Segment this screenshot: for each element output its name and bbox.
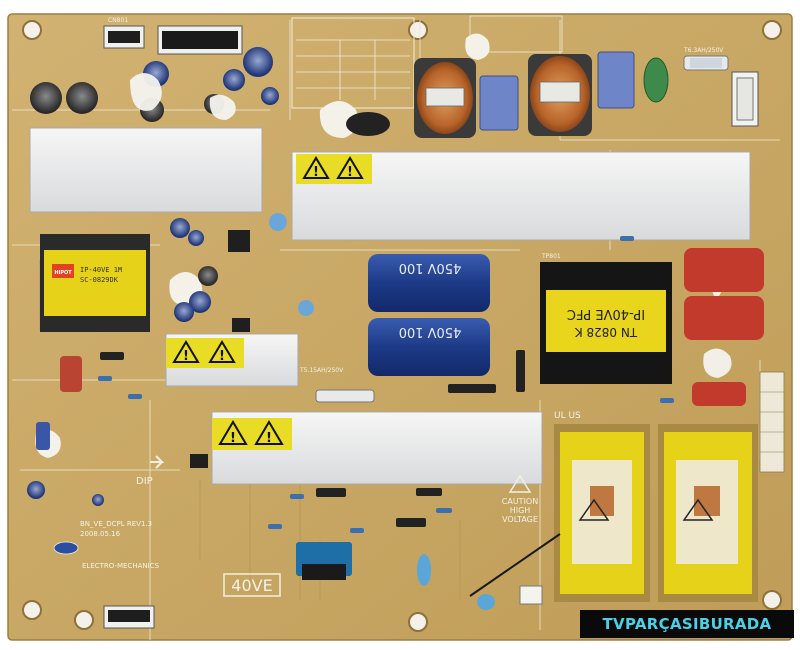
x-capacitor-1 [479, 75, 519, 131]
common-mode-choke-1 [414, 58, 476, 138]
warning-sticker-mid: ! ! [166, 338, 244, 368]
resistors [98, 236, 674, 533]
svg-text:!: ! [230, 431, 236, 446]
fuse-top [683, 55, 729, 71]
xfmr-label-line2: SC-0829DK [80, 276, 119, 284]
ref-mains: CN801 [108, 17, 128, 24]
warning-sticker-lower: ! ! [212, 418, 292, 450]
common-mode-choke-2 [528, 54, 592, 136]
x-capacitor-2 [597, 51, 635, 109]
varistor [643, 57, 669, 103]
xfmr-label-line1: IP-40VE 1M [80, 266, 122, 274]
svg-text:HIPOT: HIPOT [54, 270, 72, 276]
ul-label: UL US [554, 411, 581, 421]
dip-label: DIP [136, 476, 153, 487]
svg-text:!: ! [347, 165, 353, 180]
cap-rating-2: 450V 100 [399, 324, 462, 339]
ref-pfc: TP801 [541, 253, 561, 260]
jumper-wire [469, 533, 561, 597]
connector-cn804-bottom [103, 605, 155, 629]
pfc-label-line1: IP-40VE PFC [567, 306, 645, 321]
svg-text:!: ! [219, 349, 225, 364]
connector-cn801 [103, 25, 145, 49]
caution-high-voltage: CAUTION HIGH VOLTAGE [502, 474, 538, 524]
fuse-mid [315, 389, 375, 403]
warning-sticker-top: ! ! [296, 154, 372, 184]
model-label-box [223, 573, 281, 597]
connector-cn803-right [731, 71, 759, 127]
svg-text:!: ! [183, 349, 189, 364]
diodes [100, 350, 525, 527]
cap-rating-1: 450V 100 [399, 260, 462, 275]
svg-text:!: ! [313, 165, 319, 180]
bulk-capacitor-1: 450V 100 [368, 254, 490, 312]
watermark-text: TVPARÇASIBURADA [602, 615, 772, 633]
caution-line2: VOLTAGE [502, 515, 538, 524]
pfc-label-line2: TN 0828 K [574, 325, 638, 339]
caps-mid-left [170, 213, 314, 322]
dip-arrow [150, 455, 165, 469]
connector-cn802 [157, 25, 243, 55]
film-capacitors-red [60, 248, 764, 406]
fuse-rating-label: T6.3AH/250V [683, 47, 724, 54]
watermark-banner: TVPARÇASIBURADA [580, 610, 794, 638]
mounting-holes [22, 20, 782, 632]
svg-text:!: ! [266, 431, 272, 446]
standby-transformer: HIPOT IP-40VE 1M SC-0829DK [40, 234, 150, 332]
caution-title: CAUTION [502, 497, 538, 506]
connector-right-edge [759, 371, 785, 473]
bulk-capacitor-2: 450V 100 [368, 318, 490, 376]
output-transformer-2 [658, 424, 758, 602]
model-label: 40VE [231, 576, 272, 595]
rev-label: BN_VE_DCPL REV1.3 [80, 520, 152, 528]
heatsink-left [29, 127, 263, 213]
date-label: 2008.05.16 [80, 530, 121, 538]
fuse-rating-label-2: T5.15AH/250V [299, 367, 344, 374]
maker-label: ELECTRO-MECHANICS [82, 562, 160, 570]
black-glue [346, 112, 390, 136]
samsung-logo [53, 541, 79, 555]
caution-line1: HIGH [510, 506, 531, 515]
ic-chips-left [190, 230, 250, 468]
pfc-inductor: IP-40VE PFC TN 0828 K [540, 262, 672, 384]
bottom-components [27, 422, 543, 610]
output-transformer-1 [554, 424, 650, 602]
